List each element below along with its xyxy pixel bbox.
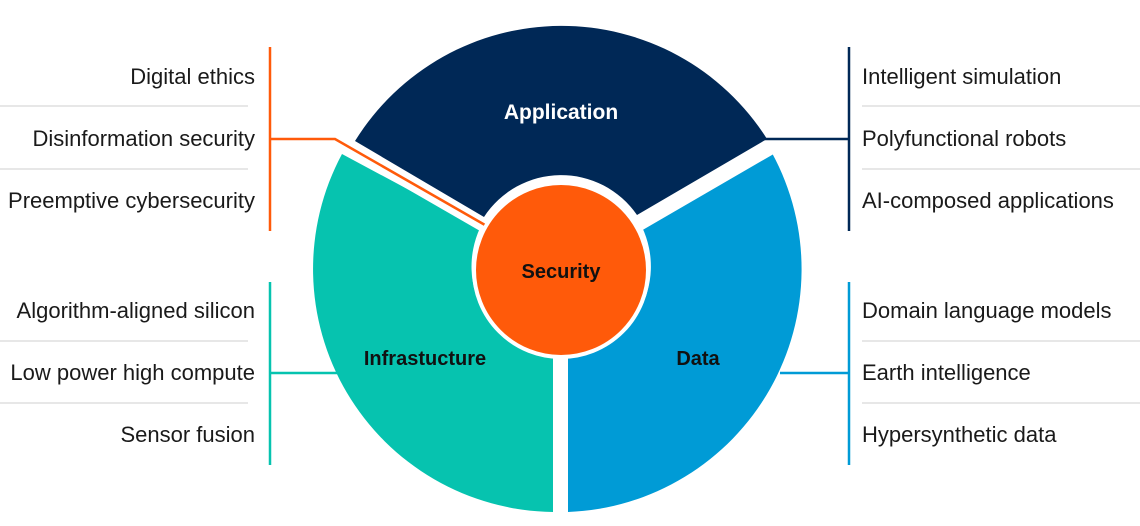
data-list-item: Earth intelligence — [862, 360, 1031, 385]
data-list-item: Domain language models — [862, 298, 1112, 323]
infrastructure-segment — [313, 154, 553, 512]
infrastructure-list-item: Algorithm-aligned silicon — [17, 298, 255, 323]
security-label: Security — [522, 261, 602, 283]
data-list-item: Hypersynthetic data — [862, 422, 1057, 447]
application-list-item: Polyfunctional robots — [862, 126, 1066, 151]
security-list-item: Digital ethics — [130, 64, 255, 89]
application-label: Application — [504, 101, 618, 124]
data-segment — [568, 153, 802, 512]
security-list-item: Disinformation security — [32, 126, 255, 151]
segment-divider — [630, 142, 776, 234]
security-circle — [472, 181, 650, 359]
infrastructure-list-item: Sensor fusion — [120, 422, 255, 447]
segment-divider — [345, 142, 490, 234]
security-connector-line — [270, 137, 486, 227]
infrastructure-label: Infrastucture — [364, 348, 486, 370]
application-list-item: Intelligent simulation — [862, 64, 1061, 89]
application-list-item: AI-composed applications — [862, 188, 1114, 213]
infrastructure-list-item: Low power high compute — [10, 360, 255, 385]
security-list-item: Preemptive cybersecurity — [8, 188, 255, 213]
application-segment — [355, 25, 767, 217]
data-label: Data — [676, 348, 720, 370]
